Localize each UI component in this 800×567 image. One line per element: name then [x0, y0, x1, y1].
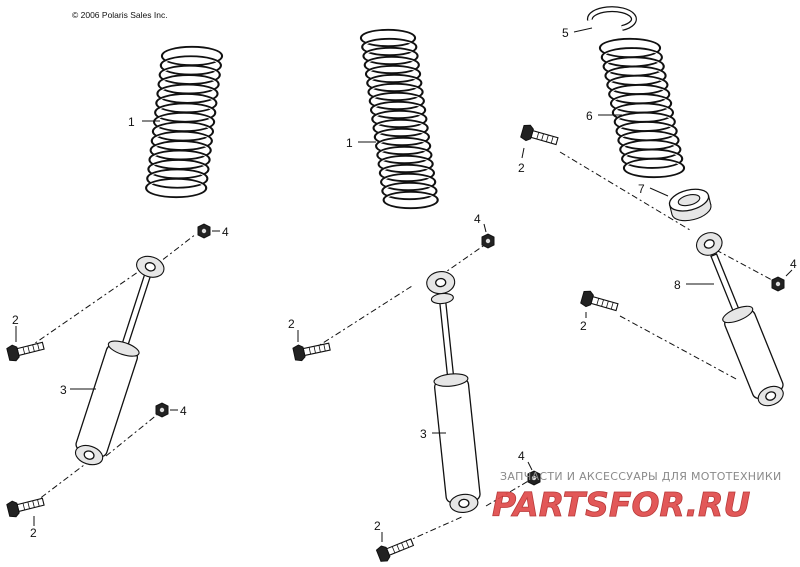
- watermark-logo: PARTSFOR.RU: [492, 485, 750, 524]
- axis-left-lower: [29, 461, 89, 507]
- callout-spring-left: 1: [128, 115, 135, 129]
- leader-retainer-clip: [573, 27, 593, 33]
- shock-absorber-right: [695, 232, 784, 407]
- nut-mid-top: [481, 233, 495, 249]
- retainer-clip: [586, 6, 637, 31]
- callout-shock-right: 8: [674, 278, 681, 292]
- callout-bolt-left-top: 2: [12, 313, 19, 327]
- watermark-tagline: ЗАПЧАСТИ И АКСЕССУАРЫ ДЛЯ МОТОТЕХНИКИ: [500, 470, 782, 483]
- callout-shock-mid: 3: [420, 427, 427, 441]
- axis-mid-upper-2: [439, 243, 487, 277]
- bolt-left-bottom: [5, 493, 46, 519]
- bolt-left-top: [5, 337, 46, 363]
- bolt-right-top: [519, 123, 560, 150]
- axis-mid-lower: [391, 515, 465, 549]
- spring-seat: [668, 188, 712, 222]
- axis-right-lower: [619, 315, 739, 381]
- axis-left-lower-2: [105, 413, 159, 457]
- callout-bolt-right-top: 2: [518, 161, 525, 175]
- axis-left-upper: [27, 271, 139, 349]
- callout-spring-mid: 1: [346, 136, 353, 150]
- callout-shock-left: 3: [60, 383, 67, 397]
- spring-left: [145, 45, 224, 199]
- callout-nut-left-bottom: 4: [180, 404, 187, 418]
- nut-left-top: [197, 223, 211, 239]
- callout-retainer-clip: 5: [562, 26, 569, 40]
- leader-bolt-right-top: [521, 147, 525, 159]
- leader-spring-seat: [649, 187, 669, 197]
- axis-mid-lower-2: [485, 479, 531, 507]
- callout-bolt-mid-bottom: 2: [374, 519, 381, 533]
- spring-right: [598, 37, 686, 179]
- spring-mid: [359, 28, 439, 210]
- callout-nut-left-top: 4: [222, 225, 229, 239]
- leader-nut-right: [785, 269, 793, 277]
- callout-spring-seat: 7: [638, 182, 645, 196]
- callout-nut-mid-bottom: 4: [518, 449, 525, 463]
- callout-nut-mid-top: 4: [474, 212, 481, 226]
- nut-right: [771, 276, 785, 292]
- shock-absorber-left: [74, 255, 165, 466]
- leader-nut-mid-top: [483, 223, 487, 233]
- callout-nut-right: 4: [790, 257, 797, 271]
- bolt-mid-top: [292, 338, 332, 363]
- shock-absorber-mid: [426, 271, 481, 513]
- axis-right-upper: [559, 151, 691, 231]
- copyright-text: © 2006 Polaris Sales Inc.: [72, 10, 168, 20]
- callout-spring-right: 6: [586, 109, 593, 123]
- callout-bolt-right-mid: 2: [580, 319, 587, 333]
- axis-mid-upper: [311, 285, 413, 351]
- axis-right-upper-2: [715, 249, 773, 281]
- leader-nut-mid-bottom: [527, 461, 533, 471]
- callout-bolt-left-bottom: 2: [30, 526, 37, 540]
- nut-left-bottom: [155, 402, 169, 418]
- bolt-right-mid: [579, 289, 620, 316]
- callout-bolt-mid-top: 2: [288, 317, 295, 331]
